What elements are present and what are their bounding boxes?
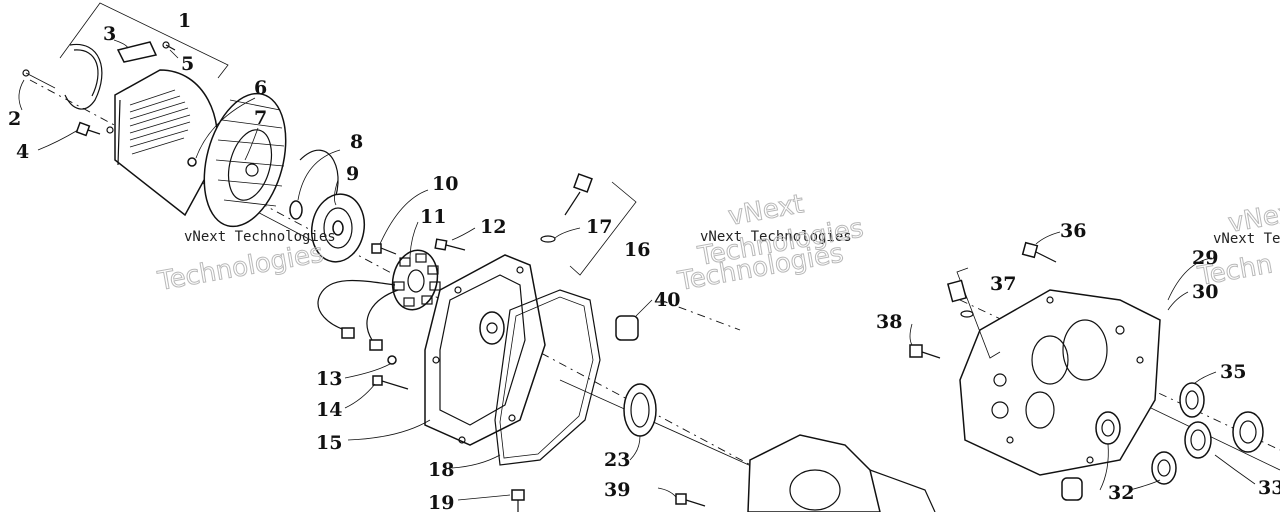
callout-10: 10	[432, 173, 458, 195]
callout-2: 2	[8, 108, 21, 130]
dowel-pin-right-part	[1061, 477, 1083, 501]
case-bolt-39-part	[675, 493, 706, 507]
o-ring-17-part	[540, 235, 556, 243]
cover-bolt-36-part	[1021, 241, 1057, 263]
callout-7: 7	[254, 107, 267, 129]
magneto-cover-part	[424, 254, 546, 446]
stator-screws-part	[371, 243, 397, 255]
callout-30: 30	[1192, 281, 1218, 303]
callout-32: 32	[1108, 482, 1134, 504]
watermark-text: vNext Technologies	[184, 229, 336, 245]
transmission-cover-part	[959, 289, 1161, 476]
callout-37: 37	[990, 273, 1016, 295]
bearing-33b-part	[1232, 411, 1264, 453]
leader-lines	[18, 39, 1256, 501]
watermark-text: vNext Te	[1213, 231, 1280, 247]
drain-plug-part	[511, 489, 525, 512]
dipstick-part	[564, 173, 593, 216]
wire-clamp-screw-part	[387, 355, 397, 365]
callout-23: 23	[604, 449, 630, 471]
callout-36: 36	[1060, 220, 1086, 242]
callout-13: 13	[316, 368, 342, 390]
callout-17: 17	[586, 216, 612, 238]
callout-29: 29	[1192, 247, 1218, 269]
cover-clip-part	[22, 43, 103, 110]
watermark-right: vNext vNext Te Techn	[1195, 196, 1280, 293]
callout-38: 38	[876, 311, 902, 333]
callout-19: 19	[428, 492, 454, 512]
cover-gasket-part	[494, 289, 601, 466]
case-bolt-12-part	[434, 238, 466, 251]
callout-1: 1	[178, 10, 191, 32]
long-bolt-part	[372, 375, 409, 390]
callout-3: 3	[103, 23, 116, 45]
bearing-33a-part	[1184, 421, 1212, 459]
bearing-32a-part	[1095, 411, 1121, 445]
callout-8: 8	[350, 131, 363, 153]
cover-bolt-38-part	[909, 344, 941, 359]
callout-40: 40	[654, 289, 680, 311]
callout-4: 4	[16, 141, 29, 163]
breather-fitting-part	[946, 279, 974, 318]
bearing-32b-part	[1151, 451, 1177, 485]
shroud-bolt-part	[75, 121, 101, 137]
callout-labels: 1 2 3 4 5 6 7 8 9 10 11 12 13 14 15 16 1…	[8, 10, 1280, 514]
crankcase-part	[747, 434, 936, 513]
callout-16: 16	[624, 239, 650, 261]
dowel-pin-part	[615, 315, 639, 341]
callout-11: 11	[420, 206, 446, 228]
callout-39: 39	[604, 479, 630, 501]
callout-12: 12	[480, 216, 506, 238]
callout-6: 6	[254, 77, 267, 99]
callout-9: 9	[346, 163, 359, 185]
callout-5: 5	[181, 53, 194, 75]
callout-15: 15	[316, 432, 342, 454]
small-screw-part	[162, 41, 176, 51]
fan-screw-part	[187, 157, 197, 167]
fan-shroud-part	[106, 69, 219, 217]
watermark-text: Technologies	[155, 238, 326, 297]
stator-wire-harness	[317, 280, 399, 351]
stator-part	[391, 249, 441, 311]
callout-35: 35	[1220, 361, 1246, 383]
watermark-left: vNext Technologies Technologies	[155, 229, 336, 298]
part-group-bracket-1	[59, 2, 229, 79]
oil-seal-23-part	[623, 383, 657, 437]
watermark-center: vNext vNext Technologies Technologies Te…	[675, 189, 867, 298]
callout-18: 18	[428, 459, 454, 481]
flywheel-part	[310, 193, 366, 263]
watermark-text: vNext Technologies	[700, 229, 852, 245]
bearing-35-part	[1179, 382, 1205, 418]
dipstick-group-bracket	[569, 181, 637, 276]
breather-group-bracket	[956, 267, 1001, 359]
callout-33: 33	[1258, 477, 1280, 499]
callout-14: 14	[316, 399, 342, 421]
decal-part	[116, 41, 158, 63]
